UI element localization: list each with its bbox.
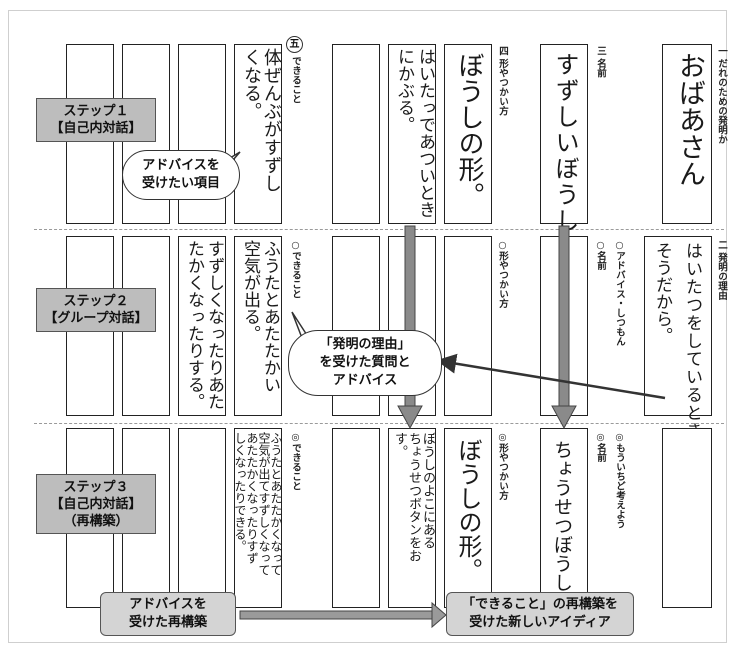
step-3-subtitle: 【自己内対話】 [50, 496, 142, 512]
shape-column-step1 [444, 44, 492, 224]
usage-column-step1 [388, 44, 436, 224]
can-text-step3-line1: ふうたとあたたかくなって [269, 432, 283, 576]
can-text-step3-line2: 空気が出てすずしくなって [257, 432, 271, 576]
new-ideas-line1: 「できること」の再構築を [462, 597, 618, 612]
reason-text-line2: そうだから。 [652, 242, 672, 344]
can-text-step3-line3: あたたかくなったりすず [245, 432, 259, 564]
can-label-step2: ○できること [290, 240, 301, 299]
worksheet-column [662, 428, 712, 608]
section-number-badge: 五 [286, 36, 303, 53]
step-2-label: ステップ２ 【グループ対話】 [36, 288, 156, 332]
advice-label: ○アドバイス・しつもん [614, 240, 625, 346]
step-3-label: ステップ３ 【自己内対話】 （再構築） [36, 474, 156, 534]
reason-questions-line2: を受けた質問と [319, 355, 411, 370]
shape-label-step2: ○形やつかい方 [497, 240, 508, 308]
name-column-step1 [540, 44, 588, 224]
can-do-column-step3 [234, 428, 282, 608]
can-do-column-step2-b [234, 236, 282, 416]
usage-text-step3-line2: ちょうせつボタンをお [406, 432, 421, 562]
step-1-label: ステップ１ 【自己内対話】 [36, 98, 156, 142]
step-1-subtitle: 【自己内対話】 [50, 121, 142, 136]
usage-text-line1: はいたっであついとき [415, 48, 435, 218]
usage-text-step3-line1: ぼうしのよこにある [420, 432, 435, 549]
new-ideas-banner: 「できること」の再構築を 受けた新しいアイディア [446, 592, 634, 636]
shape-label: 四 形やつかい方 [497, 46, 508, 116]
step-2-subtitle: 【グループ対話】 [44, 311, 148, 326]
rebuild-line1: アドバイスを [129, 597, 207, 612]
advice-items-bubble: アドバイスを 受けたい項目 [122, 150, 240, 200]
worksheet-column [178, 428, 226, 608]
step-1-title: ステップ１ [63, 104, 129, 119]
name-column-step3 [540, 428, 588, 608]
can-text-step2-line4: たかくなったりする。 [184, 240, 204, 410]
shape-column-step3 [444, 428, 492, 608]
who-text: おばあさん [674, 52, 705, 187]
reason-questions-bubble: 「発明の理由」 を受けた質問と アドバイス [288, 330, 442, 396]
can-label: できること [290, 56, 301, 104]
who-column-step1 [662, 44, 712, 224]
can-do-column-step1 [234, 44, 282, 224]
can-label-step3: ◎できること [290, 432, 301, 491]
can-text-step2-line1: ふうたとあたたかい [260, 240, 280, 393]
step-divider-2 [34, 423, 724, 424]
reason-questions-line1: 「発明の理由」 [319, 337, 411, 352]
reason-questions-line3: アドバイス [332, 373, 398, 388]
shape-text-step3: ぼうしの形。 [454, 438, 482, 582]
name-text: すずしいぼうし [551, 52, 579, 234]
who-label: 一 だれのための発明か [716, 46, 727, 145]
name-label: 三 名前 [595, 46, 606, 78]
rebuild-line2: 受けた再構築 [128, 615, 207, 630]
can-text-line2: くなる。 [241, 48, 262, 120]
shape-label-step3: ◎形やつかい方 [497, 432, 508, 500]
name-label-step2: ○名前 [595, 240, 606, 270]
can-text-step2-line3: すずしくなったりあた [204, 240, 224, 410]
name-text-step3: ちょうせつぼうし [551, 440, 573, 592]
can-do-column-step2-a [178, 236, 226, 416]
usage-text-line2: にかぶる。 [394, 48, 414, 133]
advice-column-step2 [540, 236, 588, 416]
step-3-note: （再構築） [63, 513, 129, 529]
usage-column-step3 [388, 428, 436, 608]
step-3-title: ステップ３ [63, 479, 129, 495]
reason-label: 二 発明の理由 [716, 240, 727, 301]
advice-items-line2: 受けたい項目 [141, 176, 220, 191]
step-divider-1 [34, 229, 724, 230]
worksheet-column [332, 428, 380, 608]
page-frame [8, 10, 727, 643]
new-ideas-line2: 受けた新しいアイディア [469, 615, 611, 630]
can-text-step2-line2: 空気が出る。 [240, 240, 260, 342]
usage-text-step3-line3: す。 [392, 432, 407, 458]
worksheet-column [444, 236, 492, 416]
more-label: ◎もういちど考えよう [614, 432, 625, 529]
worksheet-column [332, 44, 380, 224]
step-2-title: ステップ２ [63, 294, 129, 309]
name-label-step3: ◎名前 [595, 432, 606, 462]
can-text-line1: 体ぜんぶがすずし [261, 48, 282, 192]
shape-text: ぼうしの形。 [454, 52, 484, 208]
can-text-step3-line4: しくなったりできる。 [233, 432, 247, 552]
advice-items-line1: アドバイスを [142, 158, 220, 173]
rebuild-banner: アドバイスを 受けた再構築 [100, 592, 236, 636]
